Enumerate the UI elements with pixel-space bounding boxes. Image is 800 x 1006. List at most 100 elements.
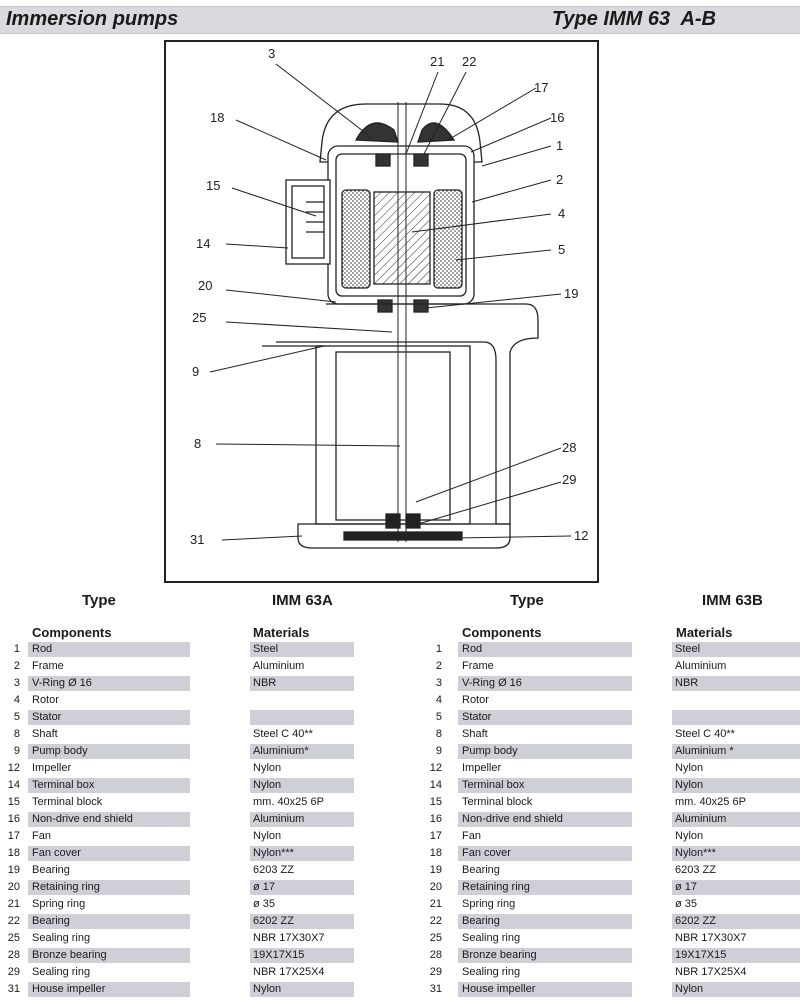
item-number: 2 bbox=[13, 660, 20, 672]
table-row: 5 Stator bbox=[0, 710, 400, 726]
item-number: 5 bbox=[13, 711, 20, 723]
material-name: Nylon bbox=[253, 762, 282, 774]
material-name: NBR bbox=[250, 676, 354, 691]
material-name bbox=[250, 693, 354, 708]
callout-3: 3 bbox=[268, 46, 275, 61]
item-number: 14 bbox=[429, 779, 442, 791]
component-name: Frame bbox=[462, 660, 494, 672]
component-name: Rod bbox=[458, 642, 632, 657]
item-number: 19 bbox=[429, 864, 442, 876]
component-name: Rotor bbox=[32, 694, 59, 706]
component-name: Retaining ring bbox=[28, 880, 190, 895]
component-name: Fan cover bbox=[28, 846, 190, 861]
material-name: 6203 ZZ bbox=[675, 864, 716, 876]
item-number: 9 bbox=[435, 745, 442, 757]
component-name: Rotor bbox=[462, 694, 489, 706]
material-name: Nylon bbox=[675, 830, 704, 842]
pump-diagram: 3 21 22 17 18 16 1 2 15 4 14 5 20 19 25 … bbox=[190, 46, 588, 549]
item-number: 5 bbox=[435, 711, 442, 723]
item-number: 12 bbox=[7, 762, 20, 774]
component-name: Impeller bbox=[32, 762, 72, 774]
component-name: V-Ring Ø 16 bbox=[458, 676, 632, 691]
material-name: NBR 17X25X4 bbox=[253, 966, 325, 978]
item-number: 29 bbox=[429, 966, 442, 978]
components-header: Components bbox=[462, 625, 542, 640]
item-number: 15 bbox=[7, 796, 20, 808]
material-name: Nylon bbox=[675, 762, 704, 774]
material-name: Nylon bbox=[253, 830, 282, 842]
component-name: House impeller bbox=[28, 982, 190, 997]
component-name: Sealing ring bbox=[32, 966, 91, 978]
item-number: 20 bbox=[429, 881, 442, 893]
item-number: 1 bbox=[13, 643, 20, 655]
material-name: Aluminium * bbox=[672, 744, 800, 759]
item-number: 3 bbox=[435, 677, 442, 689]
material-name: NBR 17X30X7 bbox=[675, 932, 747, 944]
item-number: 17 bbox=[429, 830, 442, 842]
item-number: 17 bbox=[7, 830, 20, 842]
material-name: mm. 40x25 6P bbox=[253, 796, 324, 808]
material-name: 6203 ZZ bbox=[253, 864, 294, 876]
header-bar: Immersion pumps Type IMM 63 A-B bbox=[0, 6, 800, 34]
item-number: 21 bbox=[7, 898, 20, 910]
type-title: Type IMM 63 A-B bbox=[551, 8, 716, 30]
material-name: Steel bbox=[250, 642, 354, 657]
component-name: Shaft bbox=[32, 728, 58, 740]
component-name: Terminal block bbox=[32, 796, 103, 808]
item-number: 25 bbox=[429, 932, 442, 944]
model-label: IMM 63A bbox=[272, 592, 333, 609]
component-name: Terminal box bbox=[458, 778, 632, 793]
material-name: Nylon*** bbox=[250, 846, 354, 861]
item-number: 15 bbox=[429, 796, 442, 808]
material-name: Nylon bbox=[250, 982, 354, 997]
components-header: Components bbox=[32, 625, 112, 640]
material-name: Aluminium bbox=[250, 812, 354, 827]
callout-25: 25 bbox=[192, 310, 206, 325]
item-number: 28 bbox=[7, 949, 20, 961]
material-name: NBR 17X30X7 bbox=[253, 932, 325, 944]
item-number: 16 bbox=[429, 813, 442, 825]
component-name: Stator bbox=[28, 710, 190, 725]
item-number: 8 bbox=[435, 728, 442, 740]
item-number: 29 bbox=[7, 966, 20, 978]
table-row: 29 Sealing ring NBR 17X25X4 bbox=[0, 965, 400, 981]
callout-29: 29 bbox=[562, 472, 576, 487]
callout-17: 17 bbox=[534, 80, 548, 95]
component-name: Frame bbox=[32, 660, 64, 672]
callout-2: 2 bbox=[556, 172, 563, 187]
item-number: 1 bbox=[435, 643, 442, 655]
callout-20: 20 bbox=[198, 278, 212, 293]
callout-19: 19 bbox=[564, 286, 578, 301]
component-name: House impeller bbox=[458, 982, 632, 997]
material-name: Nylon*** bbox=[672, 846, 800, 861]
item-number: 14 bbox=[7, 779, 20, 791]
component-name: Spring ring bbox=[32, 898, 86, 910]
callout-28: 28 bbox=[562, 440, 576, 455]
material-name: Aluminium* bbox=[250, 744, 354, 759]
type-label: Type bbox=[82, 592, 116, 609]
item-number: 20 bbox=[7, 881, 20, 893]
material-name: Steel bbox=[672, 642, 800, 657]
component-name: Impeller bbox=[462, 762, 502, 774]
material-name: 6202 ZZ bbox=[672, 914, 800, 929]
